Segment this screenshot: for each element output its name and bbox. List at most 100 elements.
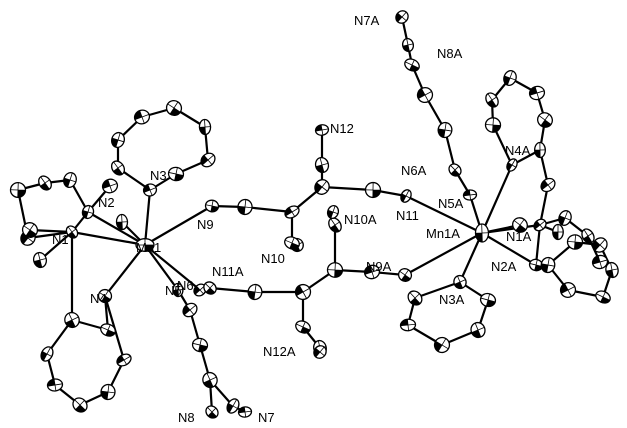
- atom-N9: [204, 199, 220, 213]
- atom-C16: [294, 283, 312, 301]
- atom-C11: [284, 236, 300, 250]
- atoms-layer: [9, 10, 619, 419]
- label-n1a: N1A: [506, 229, 532, 244]
- label-n3a: N3A: [439, 292, 465, 307]
- atom-N3A: [453, 274, 467, 290]
- bond-C13-C14: [320, 185, 375, 192]
- atom-N5A: [462, 189, 478, 201]
- label-n9: N9: [197, 217, 214, 232]
- label-n2: N2: [98, 195, 115, 210]
- atom-s1: [484, 117, 502, 133]
- atom-s7: [540, 177, 556, 193]
- bond-Mn1-N5: [143, 243, 180, 292]
- atom-q4: [72, 397, 88, 413]
- label-n2a: N2A: [491, 259, 517, 274]
- bond-Mn1-N9: [143, 204, 214, 247]
- atom-N11A: [203, 281, 217, 295]
- atom-q3: [46, 378, 64, 392]
- atom-N12: [314, 124, 330, 136]
- bond-Mn1A-N4A: [480, 163, 514, 235]
- label-mn1: Mn1: [136, 240, 161, 255]
- label-n4a: N4A: [505, 143, 531, 158]
- atom-C10: [284, 205, 300, 219]
- atom-n6b: [191, 337, 209, 353]
- label-n5: N5: [165, 283, 182, 298]
- atom-v3: [591, 254, 609, 270]
- atom-s3: [503, 70, 517, 86]
- label-n6a: N6A: [401, 163, 427, 178]
- label-n7: N7: [258, 410, 275, 425]
- atom-C12: [314, 156, 330, 174]
- atom-Mn1A: [474, 223, 490, 243]
- atom-N8: [205, 405, 219, 419]
- atom-s6: [534, 141, 546, 159]
- atom-C19: [326, 262, 344, 278]
- atom-N9A: [397, 268, 413, 282]
- atom-r6: [101, 178, 119, 194]
- atom-n6d: [226, 398, 240, 414]
- atom-t1: [479, 292, 497, 308]
- bond-Mn1A-N2A: [480, 231, 538, 267]
- bond-Mn1-N2: [86, 210, 147, 247]
- label-n1: N1: [52, 232, 69, 247]
- label-n9a: N9A: [366, 259, 392, 274]
- label-n4: N4: [90, 291, 107, 306]
- atom-u3: [595, 290, 611, 304]
- label-n8: N8: [178, 410, 195, 425]
- atom-N1: [65, 225, 79, 239]
- atom-N2: [81, 204, 95, 220]
- atom-N1A: [533, 218, 547, 232]
- atom-N5: [172, 282, 184, 298]
- atom-c6a2: [416, 86, 434, 104]
- atom-e2: [115, 213, 129, 231]
- label-n10a: N10A: [344, 212, 377, 227]
- atom-q5: [100, 383, 116, 401]
- atom-n6c: [202, 371, 218, 389]
- atom-w1: [512, 217, 528, 233]
- bond-N11-Mn1A: [404, 194, 484, 235]
- label-mn1a: Mn1A: [426, 226, 460, 241]
- atom-N12A: [313, 345, 327, 359]
- atom-p5: [198, 118, 212, 136]
- atom-t3: [433, 336, 451, 354]
- atom-r3: [9, 181, 27, 199]
- atom-u4: [605, 261, 619, 279]
- atom-N11: [400, 189, 412, 203]
- atom-q7: [100, 323, 116, 337]
- atom-C21: [363, 264, 381, 280]
- atom-p2: [111, 131, 125, 149]
- label-n8a: N8A: [437, 46, 463, 61]
- atom-C20: [328, 217, 342, 233]
- atom-N7: [237, 406, 253, 418]
- atom-C17: [295, 320, 311, 334]
- atom-t4: [399, 318, 417, 332]
- bond-Mn1-N1: [70, 230, 147, 247]
- atom-C15: [247, 283, 263, 301]
- bond-Mn1-N6: [143, 243, 202, 292]
- atom-q2: [40, 346, 54, 362]
- atom-c6a3: [404, 58, 420, 72]
- atom-t5: [407, 290, 423, 306]
- atom-w2: [552, 223, 564, 241]
- atom-N3: [142, 183, 158, 197]
- atom-N8A: [401, 37, 415, 53]
- atom-N7A: [395, 10, 409, 24]
- atom-N6A: [448, 163, 462, 177]
- atom-r4: [38, 175, 52, 191]
- label-n12a: N12A: [263, 344, 296, 359]
- atom-s4: [528, 85, 546, 101]
- atom-q6: [116, 353, 132, 367]
- atom-C13: [314, 179, 330, 195]
- atom-N6: [193, 283, 207, 297]
- atom-u5: [592, 237, 608, 253]
- atom-p1: [110, 160, 126, 176]
- atom-N10A: [326, 204, 340, 220]
- atom-c6a1: [437, 121, 453, 139]
- label-n6: N6: [177, 278, 194, 293]
- atom-u2: [559, 282, 577, 298]
- atom-v2: [558, 210, 572, 226]
- atom-u6: [566, 234, 584, 250]
- atom-r1: [32, 251, 48, 269]
- bond-N1A-N2A: [534, 223, 542, 267]
